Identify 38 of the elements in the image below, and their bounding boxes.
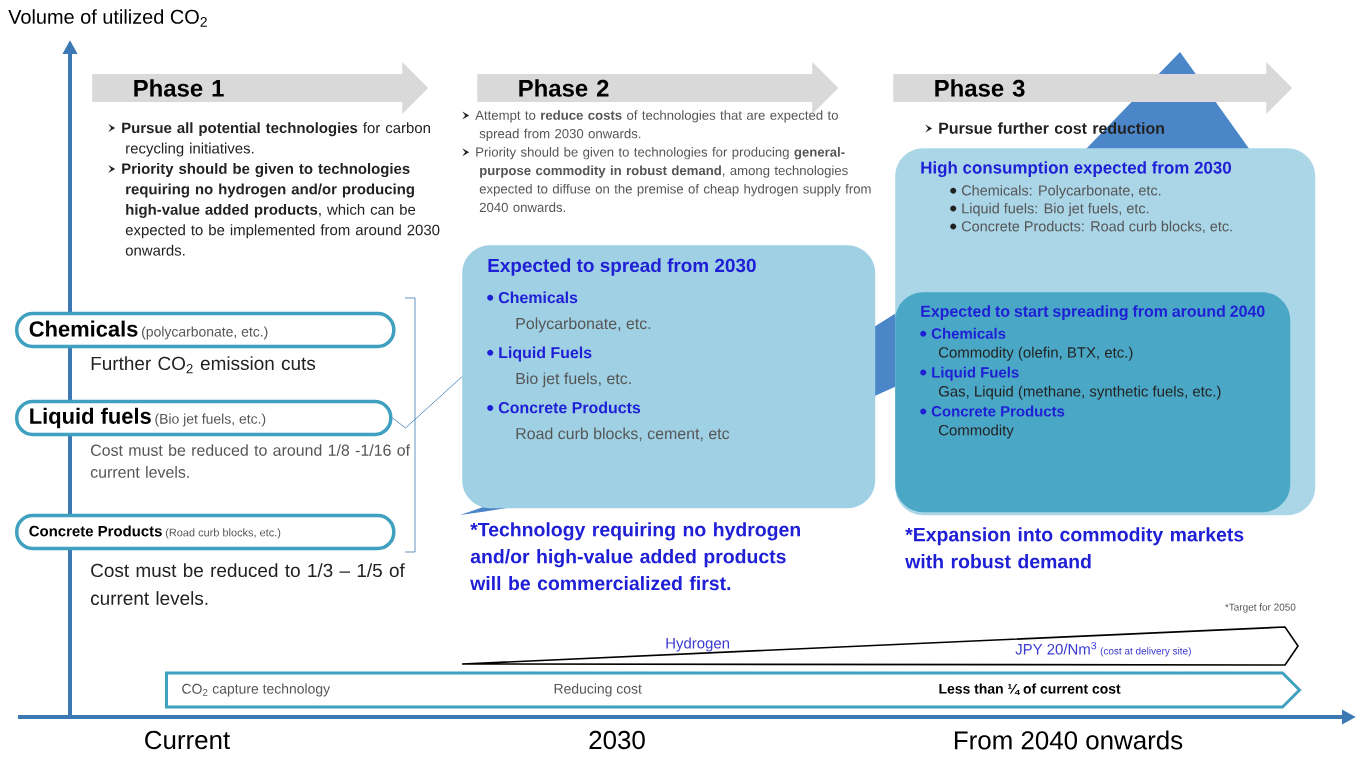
- bullet-item: Concrete Products: [487, 401, 641, 414]
- axis-tick-label: From 2040 onwards: [954, 730, 1183, 750]
- item-detail: Commodity (olefin, BTX, etc.): [939, 346, 1133, 361]
- bullet-item: Liquid Fuels: [487, 346, 592, 362]
- category-pill: Liquid fuels (Bio jet fuels, etc.): [15, 399, 393, 437]
- category-pill: Concrete Products (Road curb blocks, etc.): [15, 513, 396, 551]
- capture-band: CO$_{2}$ capture technology Reducing cost Less than ¼ of current cost: [165, 671, 1302, 709]
- category-box: [895, 292, 1291, 513]
- bullet-text: Priority should be given to technologies for producing general-purpose commodity in robust demand, among technologies expected to diffuse on the premise of cheap hydrogen supply from 2040 onwards.: [462, 147, 871, 212]
- item-detail: Bio jet fuels, etc.: [516, 372, 631, 388]
- axis-label: Volume of utilized CO$_{2}$: [8, 9, 207, 27]
- category-box: [462, 245, 876, 509]
- note-text: Cost must be reduced to 1/3 – 1/5 of current levels.: [91, 563, 405, 605]
- bullet-item: Liquid Fuels: [920, 366, 1019, 381]
- item-detail: Polycarbonate, etc.: [516, 317, 651, 333]
- box-heading: High consumption expected from 2030: [921, 161, 1231, 178]
- item-detail: Gas, Liquid (methane, synthetic fuels, etc.): [938, 385, 1221, 400]
- footnote-text: *Expansion into commodity markets with robust demand: [905, 527, 1244, 569]
- bullet-item: Chemicals: [487, 291, 578, 304]
- axis-tick-label: 2030: [589, 730, 645, 750]
- box-heading: Expected to spread from 2030: [488, 258, 756, 276]
- bullet-item: Concrete Products: [920, 405, 1065, 417]
- bullet-text: Priority should be given to technologies requiring no hydrogen and/or producing high-value added products, which can be expected to be implemented from around 2030 onwards.: [108, 163, 440, 256]
- connector-line: [392, 376, 463, 429]
- bullet-item: Concrete Products: Road curb blocks, etc.: [950, 220, 1232, 234]
- bullet-item: Chemicals: [920, 327, 1006, 339]
- note-text: Further CO$_{2}$ emission cuts: [91, 356, 316, 374]
- axis-tick-label: Current: [145, 730, 230, 750]
- box-heading: Expected to start spreading from around 2040: [921, 305, 1265, 321]
- item-detail: Road curb blocks, cement, etc: [516, 427, 730, 442]
- bullet-item: Chemicals: Polycarbonate, etc.: [950, 184, 1161, 199]
- category-pill: Chemicals (polycarbonate, etc.): [15, 311, 396, 349]
- item-detail: Commodity: [939, 424, 1014, 439]
- bullet-text: Pursue all potential technologies for carbon recycling initiatives.: [108, 122, 430, 157]
- bullet-item: Liquid fuels: Bio jet fuels, etc.: [950, 202, 1149, 217]
- footnote-text: *Target for 2050: [1225, 603, 1296, 613]
- note-text: Cost must be reduced to around 1/8 -1/16 of current levels.: [90, 444, 411, 478]
- footnote-text: *Technology requiring no hydrogen and/or high-value added products will be commercialized first.: [470, 522, 800, 591]
